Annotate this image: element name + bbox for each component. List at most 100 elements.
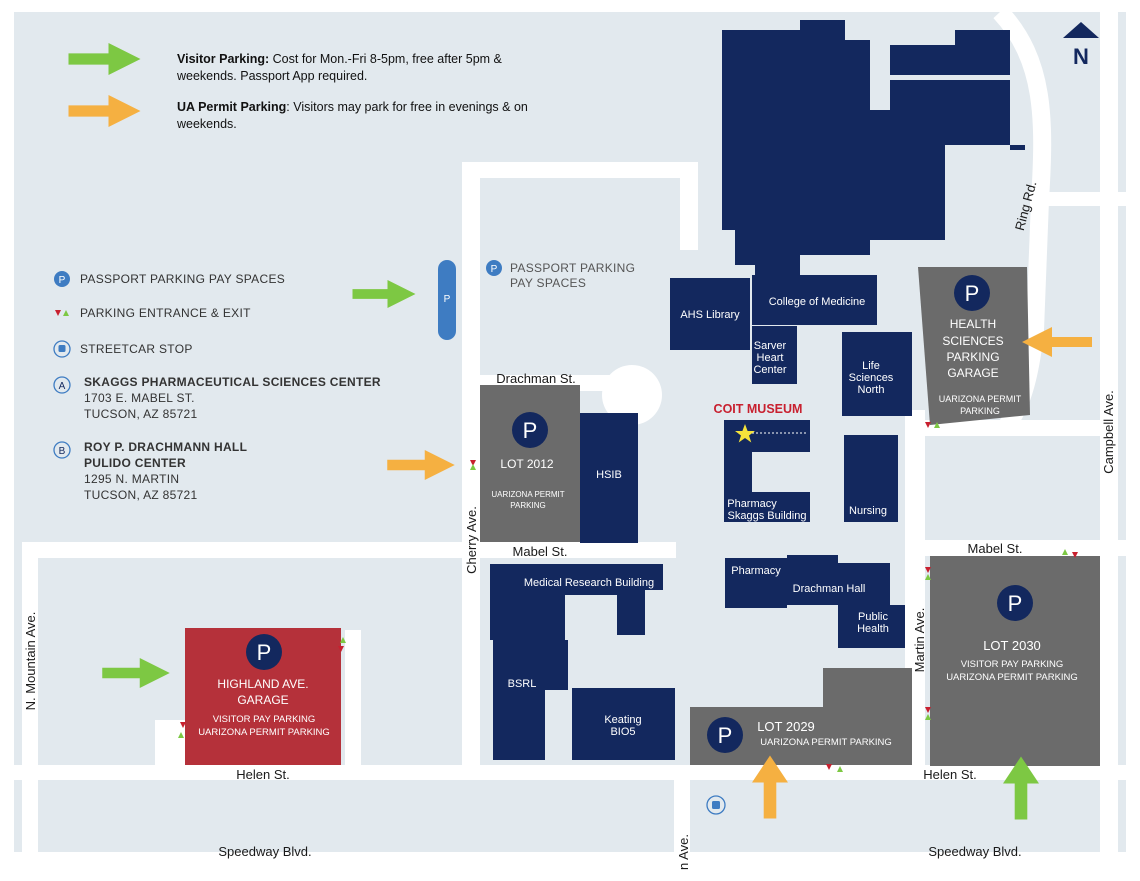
building-keating bbox=[572, 688, 675, 760]
street-labels: Drachman St. Mabel St. Mabel St. Helen S… bbox=[23, 179, 1116, 869]
svg-text:Nursing: Nursing bbox=[849, 505, 887, 517]
svg-text:UARIZONA PERMIT PARKING: UARIZONA PERMIT PARKING bbox=[760, 737, 892, 748]
road-highland-east bbox=[345, 630, 361, 780]
passport-pay-strip[interactable] bbox=[438, 260, 456, 340]
roads bbox=[14, 12, 1126, 867]
svg-text:HSIB: HSIB bbox=[596, 469, 622, 481]
svg-text:P: P bbox=[523, 418, 538, 443]
roundabout bbox=[602, 365, 662, 425]
svg-text:PARKING: PARKING bbox=[946, 350, 999, 364]
road-mabel-west bbox=[22, 542, 676, 558]
svg-text:Pharmacy: Pharmacy bbox=[727, 498, 777, 510]
building-college-of-medicine bbox=[752, 275, 877, 325]
svg-text:Speedway Blvd.: Speedway Blvd. bbox=[928, 844, 1021, 859]
svg-text:Helen St.: Helen St. bbox=[923, 767, 976, 782]
building-pharmacy bbox=[725, 558, 787, 608]
svg-text:Drachman Hall: Drachman Hall bbox=[793, 583, 866, 595]
svg-text:Medical Research Building: Medical Research Building bbox=[524, 577, 654, 589]
svg-text:LOT 2030: LOT 2030 bbox=[983, 638, 1041, 653]
svg-text:Helen St.: Helen St. bbox=[236, 767, 289, 782]
lot-2029[interactable] bbox=[690, 668, 912, 765]
p-marker-lot2029 bbox=[707, 717, 743, 753]
p-marker-hsg bbox=[954, 275, 990, 311]
svg-text:Cherry Ave.: Cherry Ave. bbox=[464, 506, 479, 574]
lot-labels: LOT 2012 UARIZONA PERMIT PARKING HEALTH … bbox=[198, 317, 1078, 748]
svg-text:Heart: Heart bbox=[757, 352, 784, 364]
svg-text:AHS Library: AHS Library bbox=[680, 309, 740, 321]
building-ne-complex bbox=[890, 30, 1010, 75]
svg-text:Martin Ave.: Martin Ave. bbox=[912, 608, 927, 673]
svg-text:Skaggs Building: Skaggs Building bbox=[728, 510, 807, 522]
svg-text:P: P bbox=[59, 275, 66, 286]
legend-visitor-parking: Visitor Parking: Cost for Mon.-Fri 8-5pm… bbox=[177, 51, 537, 85]
road-highland-west-stub bbox=[155, 720, 185, 780]
svg-text:P: P bbox=[1008, 591, 1023, 616]
svg-text:Public: Public bbox=[858, 611, 888, 623]
legend-side-a: SKAGGS PHARMACEUTICAL SCIENCES CENTER 17… bbox=[84, 375, 381, 421]
streetcar-stop-icon[interactable] bbox=[706, 795, 726, 815]
svg-text:Drachman St.: Drachman St. bbox=[496, 371, 575, 386]
lot-health-sciences-garage[interactable] bbox=[918, 267, 1030, 425]
p-marker-lot2012 bbox=[512, 412, 548, 448]
svg-text:A: A bbox=[59, 381, 66, 392]
svg-text:VISITOR PAY PARKING: VISITOR PAY PARKING bbox=[961, 659, 1064, 670]
buildings bbox=[490, 20, 1025, 760]
svg-text:GARAGE: GARAGE bbox=[237, 693, 288, 707]
road-top-loop-east bbox=[680, 162, 698, 250]
svg-text:HEALTH: HEALTH bbox=[950, 317, 996, 331]
svg-text:GARAGE: GARAGE bbox=[947, 366, 998, 380]
svg-text:UARIZONA PERMIT: UARIZONA PERMIT bbox=[491, 490, 564, 499]
road-top-loop bbox=[462, 162, 698, 178]
building-sarver bbox=[752, 326, 797, 384]
building-nursing bbox=[844, 435, 898, 522]
building-pharmacy-skaggs bbox=[724, 420, 810, 522]
legend-b-icon bbox=[53, 441, 71, 459]
svg-text:PASSPORT PARKING: PASSPORT PARKING bbox=[510, 261, 635, 275]
museum-star-icon bbox=[735, 424, 755, 443]
svg-text:P: P bbox=[491, 264, 498, 275]
svg-text:UARIZONA PERMIT PARKING: UARIZONA PERMIT PARKING bbox=[946, 672, 1078, 683]
svg-text:P: P bbox=[718, 723, 733, 748]
road-speedway bbox=[14, 852, 1126, 867]
legend-side-streetcar: STREETCAR STOP bbox=[80, 342, 193, 356]
road-mabel-east bbox=[905, 540, 1126, 556]
svg-text:Sciences: Sciences bbox=[849, 372, 894, 384]
svg-text:BSRL: BSRL bbox=[508, 678, 537, 690]
svg-text:UARIZONA PERMIT PARKING: UARIZONA PERMIT PARKING bbox=[198, 727, 330, 738]
building-drachman-hall bbox=[787, 555, 890, 605]
legend-permit-parking: UA Permit Parking: Visitors may park for… bbox=[177, 99, 557, 133]
north-arrow-icon: N bbox=[1063, 22, 1099, 69]
svg-text:Speedway Blvd.: Speedway Blvd. bbox=[218, 844, 311, 859]
svg-text:BIO5: BIO5 bbox=[610, 726, 635, 738]
parking-p-markers: P P P P P bbox=[246, 275, 1033, 753]
building-hsib bbox=[580, 413, 638, 543]
legend-passport-icon bbox=[54, 271, 70, 287]
svg-text:Keating: Keating bbox=[604, 714, 641, 726]
svg-text:Mabel St.: Mabel St. bbox=[513, 544, 568, 559]
building-main-complex bbox=[722, 20, 1025, 275]
svg-text:SCIENCES: SCIENCES bbox=[942, 334, 1003, 348]
legend-visitor-text: Cost for Mon.-Fri 8-5pm, free after 5pm … bbox=[177, 52, 502, 83]
svg-text:College of Medicine: College of Medicine bbox=[769, 296, 866, 308]
building-life-sciences bbox=[842, 332, 912, 416]
lot-2012[interactable] bbox=[480, 385, 580, 542]
road-bottom-ave bbox=[674, 765, 690, 867]
entrance-exit-markers bbox=[178, 422, 1078, 772]
road-mtn-west bbox=[22, 542, 38, 867]
svg-text:PARKING: PARKING bbox=[510, 501, 545, 510]
svg-text:PARKING: PARKING bbox=[960, 406, 1000, 416]
legend-a-icon bbox=[53, 376, 71, 394]
svg-text:Pharmacy: Pharmacy bbox=[731, 565, 781, 577]
svg-text:P: P bbox=[257, 640, 272, 665]
svg-text:Life: Life bbox=[862, 360, 880, 372]
svg-text:P: P bbox=[444, 294, 451, 305]
legend-visitor-bold: Visitor Parking: bbox=[177, 52, 270, 66]
building-public-health bbox=[838, 605, 905, 648]
svg-text:Health: Health bbox=[857, 623, 889, 635]
svg-text:HIGHLAND AVE.: HIGHLAND AVE. bbox=[217, 677, 308, 691]
lot2012-name: LOT 2012 bbox=[500, 457, 553, 471]
svg-text:LOT 2029: LOT 2029 bbox=[757, 719, 815, 734]
svg-text:Campbell Ave.: Campbell Ave. bbox=[1101, 390, 1116, 474]
road-helen bbox=[14, 765, 1126, 780]
p-marker-lot2030 bbox=[997, 585, 1033, 621]
